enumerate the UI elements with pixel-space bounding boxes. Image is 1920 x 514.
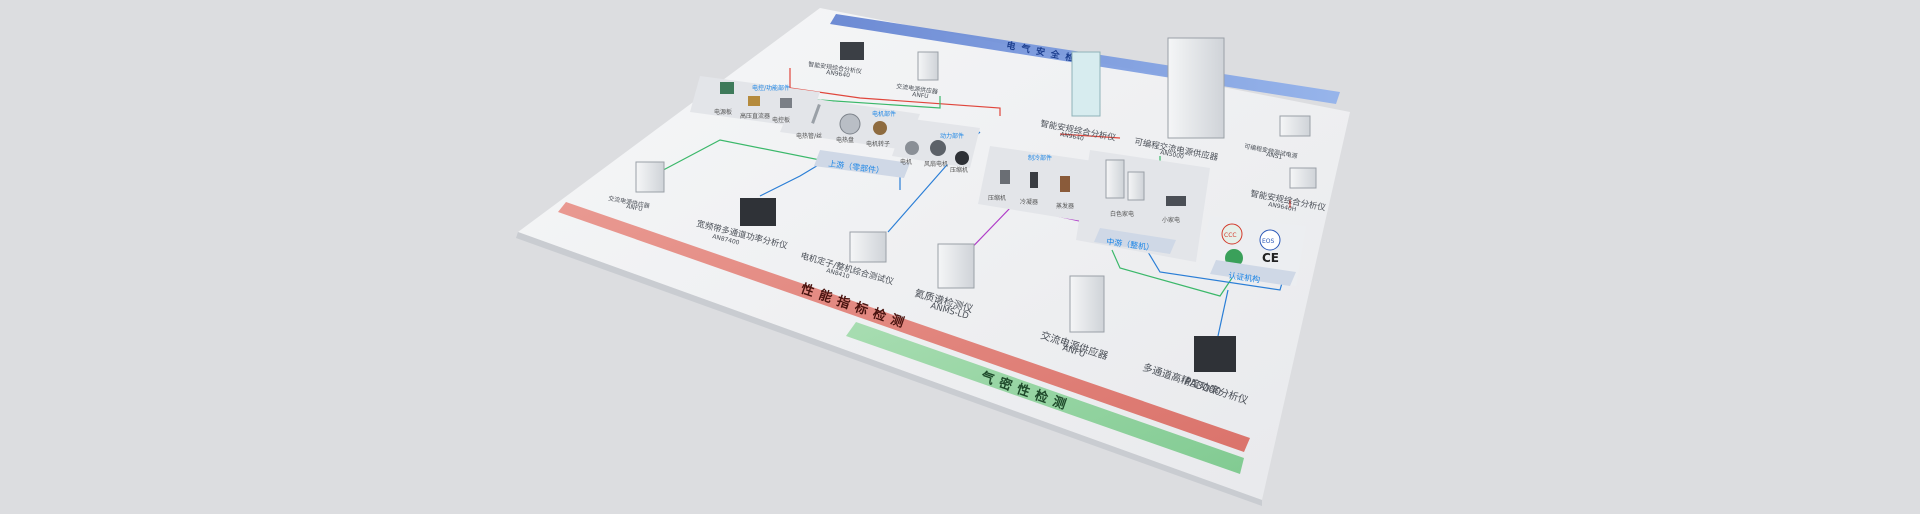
eos-mark (1259, 229, 1281, 251)
ccc-mark (1221, 223, 1243, 245)
part-label-13: 白色家电 (1110, 210, 1134, 218)
label-ac-top-model: ANFU (912, 91, 929, 100)
part-label-7: 电机 (900, 158, 912, 166)
instrument-devices (635, 37, 1317, 372)
performance-band (558, 202, 1250, 452)
ac-source-bottom-box (1069, 275, 1105, 333)
hv-dc-icon (748, 96, 760, 106)
safety-analyzer-right (1289, 167, 1317, 189)
washer-icon (1127, 171, 1145, 201)
programmable-ac-cabinet (1167, 37, 1225, 139)
multichannel-analyzer-box (1194, 336, 1236, 372)
part-label-3: 电控板 (772, 116, 790, 124)
category-power-parts: 动力部件 (940, 132, 964, 140)
label-ac-left-model: ANFU (626, 203, 643, 213)
upstream-label-bar (814, 150, 910, 178)
ac-source-left (635, 161, 665, 193)
label-varfreq-model: ANS1 (1266, 151, 1283, 161)
label-safety-mid-model: AN9640 (1060, 131, 1085, 142)
airtight-band (846, 322, 1244, 474)
ac-source-top (917, 51, 939, 81)
compressor-icon (955, 151, 969, 165)
part-label-10: 压缩机 (988, 194, 1006, 202)
evaporator-icon (1060, 176, 1070, 192)
control-board-icon (780, 98, 792, 108)
part-label-14: 小家电 (1162, 216, 1180, 224)
fridge-icon (1105, 159, 1125, 199)
heating-tube-icon (811, 104, 821, 124)
part-label-8: 风扇电机 (924, 160, 948, 168)
component-icons (720, 82, 969, 165)
ce-mark: CE (1262, 251, 1279, 265)
part-label-1: 电源板 (714, 108, 732, 116)
part-label-12: 蒸发器 (1056, 202, 1074, 210)
heating-plate-icon (839, 113, 861, 135)
certification-label: 认证机构 (1228, 270, 1261, 284)
platform-edge (516, 232, 1262, 506)
midstream-label-bar (1094, 228, 1176, 254)
power-board-icon (720, 82, 734, 94)
part-label-2: 高压直流器 (740, 112, 770, 120)
label-safety-top-model: AN9640 (826, 69, 851, 79)
line-red (789, 68, 1001, 116)
condenser-icon (1030, 172, 1038, 188)
part-label-6: 电机转子 (866, 140, 890, 148)
ccc-mark-text: CCC (1224, 232, 1237, 239)
line-blue-multi (1217, 289, 1229, 337)
part-label-9: 压缩机 (950, 166, 968, 174)
variable-freq-source (1279, 115, 1311, 137)
category-refrigeration-parts: 制冷部件 (1028, 154, 1052, 162)
category-motor-parts: 电机部件 (872, 110, 896, 118)
fan-motor-icon (930, 140, 946, 156)
motor-icon (905, 141, 919, 155)
iron-icon (1166, 196, 1186, 206)
label-programmable-model: AN5000 (1160, 149, 1185, 160)
motor-rotor-icon (873, 121, 887, 135)
line-red-b (1059, 133, 1121, 139)
power-analyzer-box (740, 198, 776, 226)
part-label-11: 冷凝器 (1020, 198, 1038, 206)
motor-tester-box (849, 231, 887, 263)
helium-leak-box (937, 243, 975, 289)
part-label-5: 电热盘 (836, 136, 854, 144)
compressor-r-icon (1000, 170, 1010, 184)
line-green-bottom (1111, 249, 1233, 297)
safety-analyzer-top (840, 42, 864, 60)
certification-label-bar (1210, 260, 1296, 286)
platform (518, 8, 1350, 500)
safety-cabinet-mid (1071, 51, 1101, 117)
part-label-4: 电热管/丝 (796, 132, 822, 140)
category-electronic-parts: 电控/功能部件 (752, 84, 790, 92)
eos-mark-text: EOS (1262, 238, 1275, 245)
refrigeration-panel (978, 146, 1100, 222)
